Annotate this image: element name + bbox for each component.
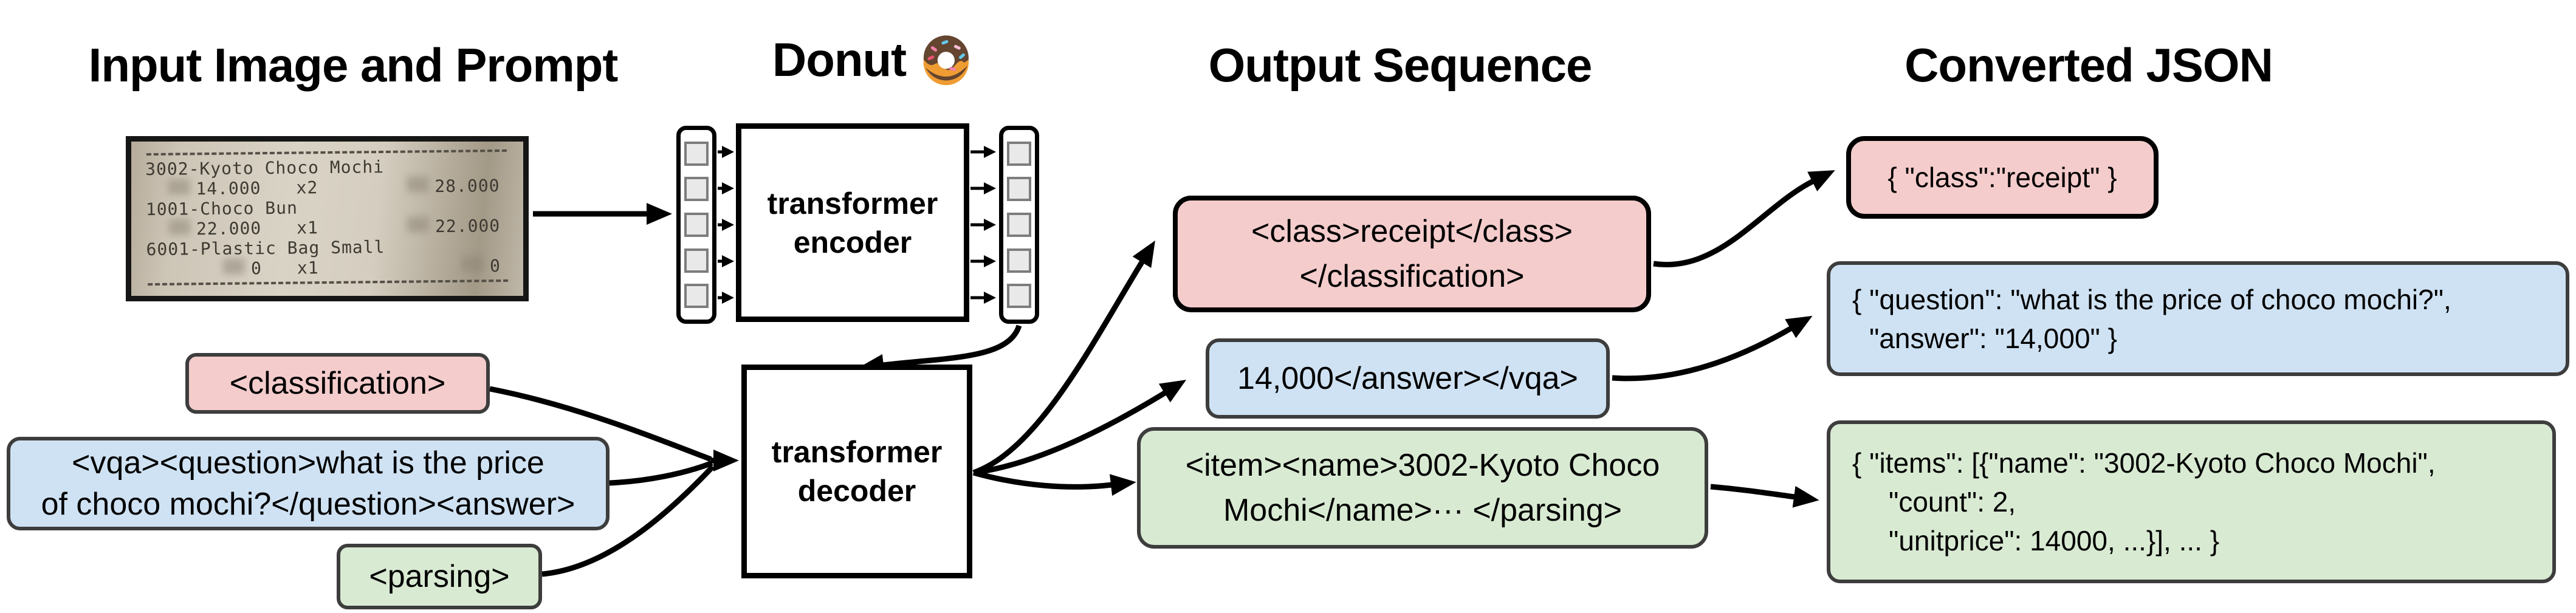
- json-vqa-line2: "answer": "14,000" }: [1869, 322, 2118, 354]
- token-square: [684, 248, 709, 273]
- encoder-input-patches: [676, 126, 716, 324]
- column-title-json: Converted JSON: [1905, 38, 2273, 92]
- json-classification-box: { "class":"receipt" }: [1846, 136, 2159, 219]
- json-parsing-box: { "items": [{"name": "3002-Kyoto Choco M…: [1827, 420, 2556, 583]
- transformer-decoder-block: transformer decoder: [741, 365, 972, 578]
- receipt-price: 14.000: [145, 178, 261, 199]
- column-title-model: Donut: [772, 32, 974, 87]
- receipt-price: 0: [146, 258, 262, 279]
- arrow-classification-to-json: [1653, 170, 1835, 268]
- receipt-price: 22.000: [146, 218, 261, 239]
- token-square: [684, 212, 709, 237]
- prompt-vqa-box: <vqa><question>what is the price of choc…: [7, 437, 610, 530]
- output-classification-line1: <class>receipt</class>: [1251, 214, 1573, 249]
- token-square: [1007, 212, 1031, 237]
- json-classification-text: { "class":"receipt" }: [1887, 162, 2117, 193]
- column-title-output: Output Sequence: [1208, 38, 1593, 92]
- redaction-blur: [168, 219, 191, 235]
- token-square: [1007, 248, 1031, 273]
- token-square: [684, 141, 709, 166]
- output-parsing-box: <item><name>3002-Kyoto Choco Mochi</name…: [1137, 427, 1708, 549]
- receipt-divider-top: [146, 149, 507, 156]
- redaction-blur: [168, 179, 190, 195]
- token-square: [684, 177, 709, 202]
- output-classification-line2: </classification>: [1299, 259, 1525, 294]
- json-parsing-line2: "count": 2,: [1889, 486, 2016, 518]
- transformer-encoder-block: transformer encoder: [736, 123, 969, 322]
- redaction-blur: [461, 256, 484, 272]
- decoder-label-line1: transformer: [771, 435, 943, 469]
- output-parsing-line1: <item><name>3002-Kyoto Choco: [1185, 448, 1660, 483]
- receipt-qty: x2: [296, 177, 318, 198]
- output-parsing-line2: Mochi</name>··· </parsing>: [1223, 493, 1623, 528]
- token-square: [1007, 284, 1031, 309]
- receipt-item-numbers: 22.000 x1 22.000: [146, 216, 509, 239]
- prompt-vqa-line2: of choco mochi?</question><answer>: [41, 487, 575, 522]
- json-parsing-line1: { "items": [{"name": "3002-Kyoto Choco M…: [1852, 447, 2436, 479]
- json-vqa-line1: { "question": "what is the price of choc…: [1852, 283, 2451, 315]
- encoder-output-embeddings: [999, 126, 1039, 324]
- donut-emoji: [924, 35, 969, 86]
- model-title-text: Donut: [772, 32, 907, 86]
- arrow-vqa-to-json: [1612, 315, 1813, 382]
- output-classification-box: <class>receipt</class> </classification>: [1173, 196, 1651, 312]
- output-vqa-text: 14,000</answer></vqa>: [1237, 361, 1578, 396]
- prompt-parsing-box: <parsing>: [337, 544, 542, 609]
- redaction-blur: [222, 258, 246, 275]
- receipt-qty: x1: [297, 217, 319, 238]
- prompt-vqa-line1: <vqa><question>what is the price: [72, 445, 544, 481]
- receipt-item-numbers: 14.000 x2 28.000: [145, 176, 508, 199]
- column-title-input: Input Image and Prompt: [88, 38, 619, 92]
- receipt-divider-bottom: [148, 279, 509, 286]
- token-square: [1007, 177, 1031, 202]
- prompt-parsing-text: <parsing>: [369, 559, 510, 594]
- token-square: [1007, 141, 1031, 166]
- encoder-label-line2: encoder: [793, 225, 912, 259]
- arrow-decoder-to-parsing-output: [972, 470, 1136, 496]
- receipt-qty: x1: [297, 258, 319, 278]
- receipt-total: 0: [404, 256, 501, 277]
- arrow-parsing-to-json: [1710, 484, 1819, 508]
- redaction-blur: [407, 176, 429, 193]
- receipt-print: 3002-Kyoto Choco Mochi 14.000 x2 28.000 …: [131, 142, 523, 293]
- json-vqa-box: { "question": "what is the price of choc…: [1827, 261, 2569, 376]
- prompt-classification-text: <classification>: [229, 366, 446, 401]
- encoder-label-line1: transformer: [767, 186, 938, 221]
- receipt-item-numbers: 0 x1 0: [146, 256, 509, 279]
- output-vqa-box: 14,000</answer></vqa>: [1206, 338, 1610, 419]
- input-receipt-image: 3002-Kyoto Choco Mochi 14.000 x2 28.000 …: [126, 136, 529, 301]
- redaction-blur: [407, 216, 430, 233]
- wire-vqa-prompt: [609, 460, 713, 486]
- decoder-label-line2: decoder: [797, 474, 916, 508]
- receipt-total: 28.000: [402, 176, 500, 197]
- json-parsing-line3: "unitprice": 14000, ...}], ... }: [1889, 525, 2220, 556]
- arrow-encoder-to-decoder: [858, 324, 1022, 376]
- prompt-classification-box: <classification>: [185, 353, 490, 414]
- receipt-total: 22.000: [403, 216, 500, 237]
- token-square: [684, 284, 709, 309]
